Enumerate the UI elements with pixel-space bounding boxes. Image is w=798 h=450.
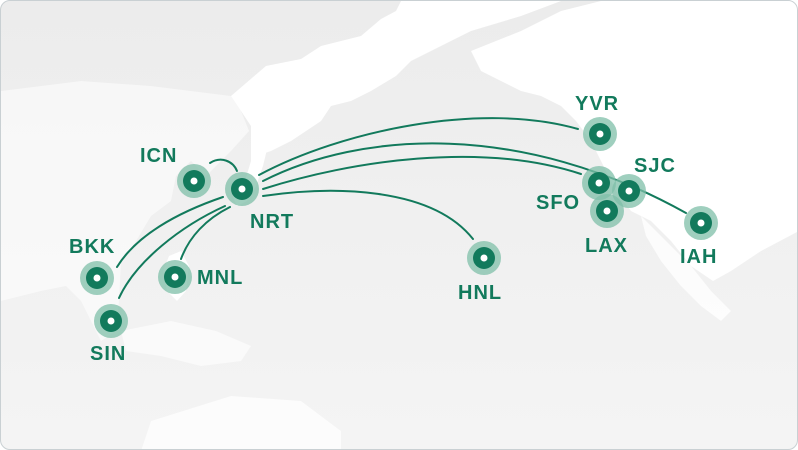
route-nrt-sfo [262, 155, 582, 190]
airport-label-icn: ICN [140, 145, 178, 167]
airport-nodes [80, 117, 718, 338]
route-nrt-mnl [180, 206, 231, 260]
airport-label-mnl: MNL [197, 267, 244, 289]
airport-label-sfo: SFO [536, 192, 581, 214]
route-nrt-hnl [262, 189, 474, 240]
airport-node-icn[interactable] [177, 164, 211, 198]
airport-label-iah: IAH [680, 246, 718, 268]
land-north-america [471, 1, 797, 281]
airport-node-mnl[interactable] [158, 260, 192, 294]
airport-node-iah[interactable] [684, 206, 718, 240]
land-asia-mainland [1, 81, 249, 341]
airport-label-hnl: HNL [458, 282, 503, 304]
airport-node-sin[interactable] [94, 304, 128, 338]
routes [116, 117, 687, 299]
land-indonesia [121, 321, 251, 366]
airport-label-lax: LAX [585, 235, 628, 257]
airport-label-bkk: BKK [69, 236, 116, 258]
route-nrt-yvr [258, 117, 579, 176]
route-nrt-bkk [116, 196, 224, 268]
airport-label-nrt: NRT [250, 211, 295, 233]
airport-node-sjc[interactable] [612, 174, 646, 208]
land-asia-north [231, 1, 561, 156]
route-nrt-sin [118, 205, 226, 299]
airport-node-bkk[interactable] [80, 261, 114, 295]
airport-node-hnl[interactable] [467, 241, 501, 275]
airport-label-sjc: SJC [634, 155, 676, 177]
airport-node-nrt[interactable] [225, 172, 259, 206]
airport-node-lax[interactable] [590, 194, 624, 228]
airport-node-sfo[interactable] [582, 166, 616, 200]
land-australia [141, 396, 341, 449]
land-japan [233, 121, 269, 206]
airport-label-yvr: YVR [575, 93, 620, 115]
land-mexico [641, 216, 731, 321]
airport-label-sin: SIN [90, 343, 127, 365]
airport-node-yvr[interactable] [583, 117, 617, 151]
route-nrt-icn [209, 158, 238, 172]
